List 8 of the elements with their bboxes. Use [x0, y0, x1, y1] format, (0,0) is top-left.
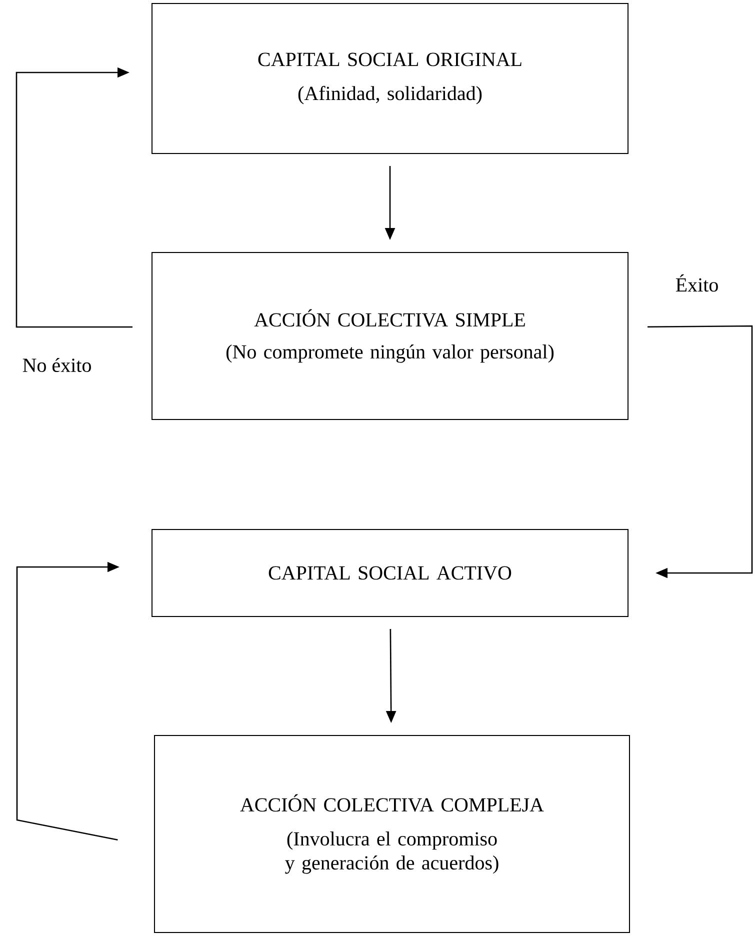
process-box: CAPITAL SOCIAL ACTIVO — [152, 529, 628, 617]
arrow — [16, 67, 132, 328]
edge-label: Éxito — [674, 273, 720, 293]
arrow — [648, 325, 753, 578]
process-box: ACCIÓN COLECTIVA COMPLEJA (Involucra el compromiso y generación de acuerdos) — [154, 735, 630, 933]
process-box: CAPITAL SOCIAL ORIGINAL (Afinidad, solidaridad) — [152, 3, 628, 154]
edge-label: No éxito — [21, 356, 93, 374]
process-box: ACCIÓN COLECTIVA SIMPLE (No compromete ningún valor personal) — [152, 252, 628, 420]
